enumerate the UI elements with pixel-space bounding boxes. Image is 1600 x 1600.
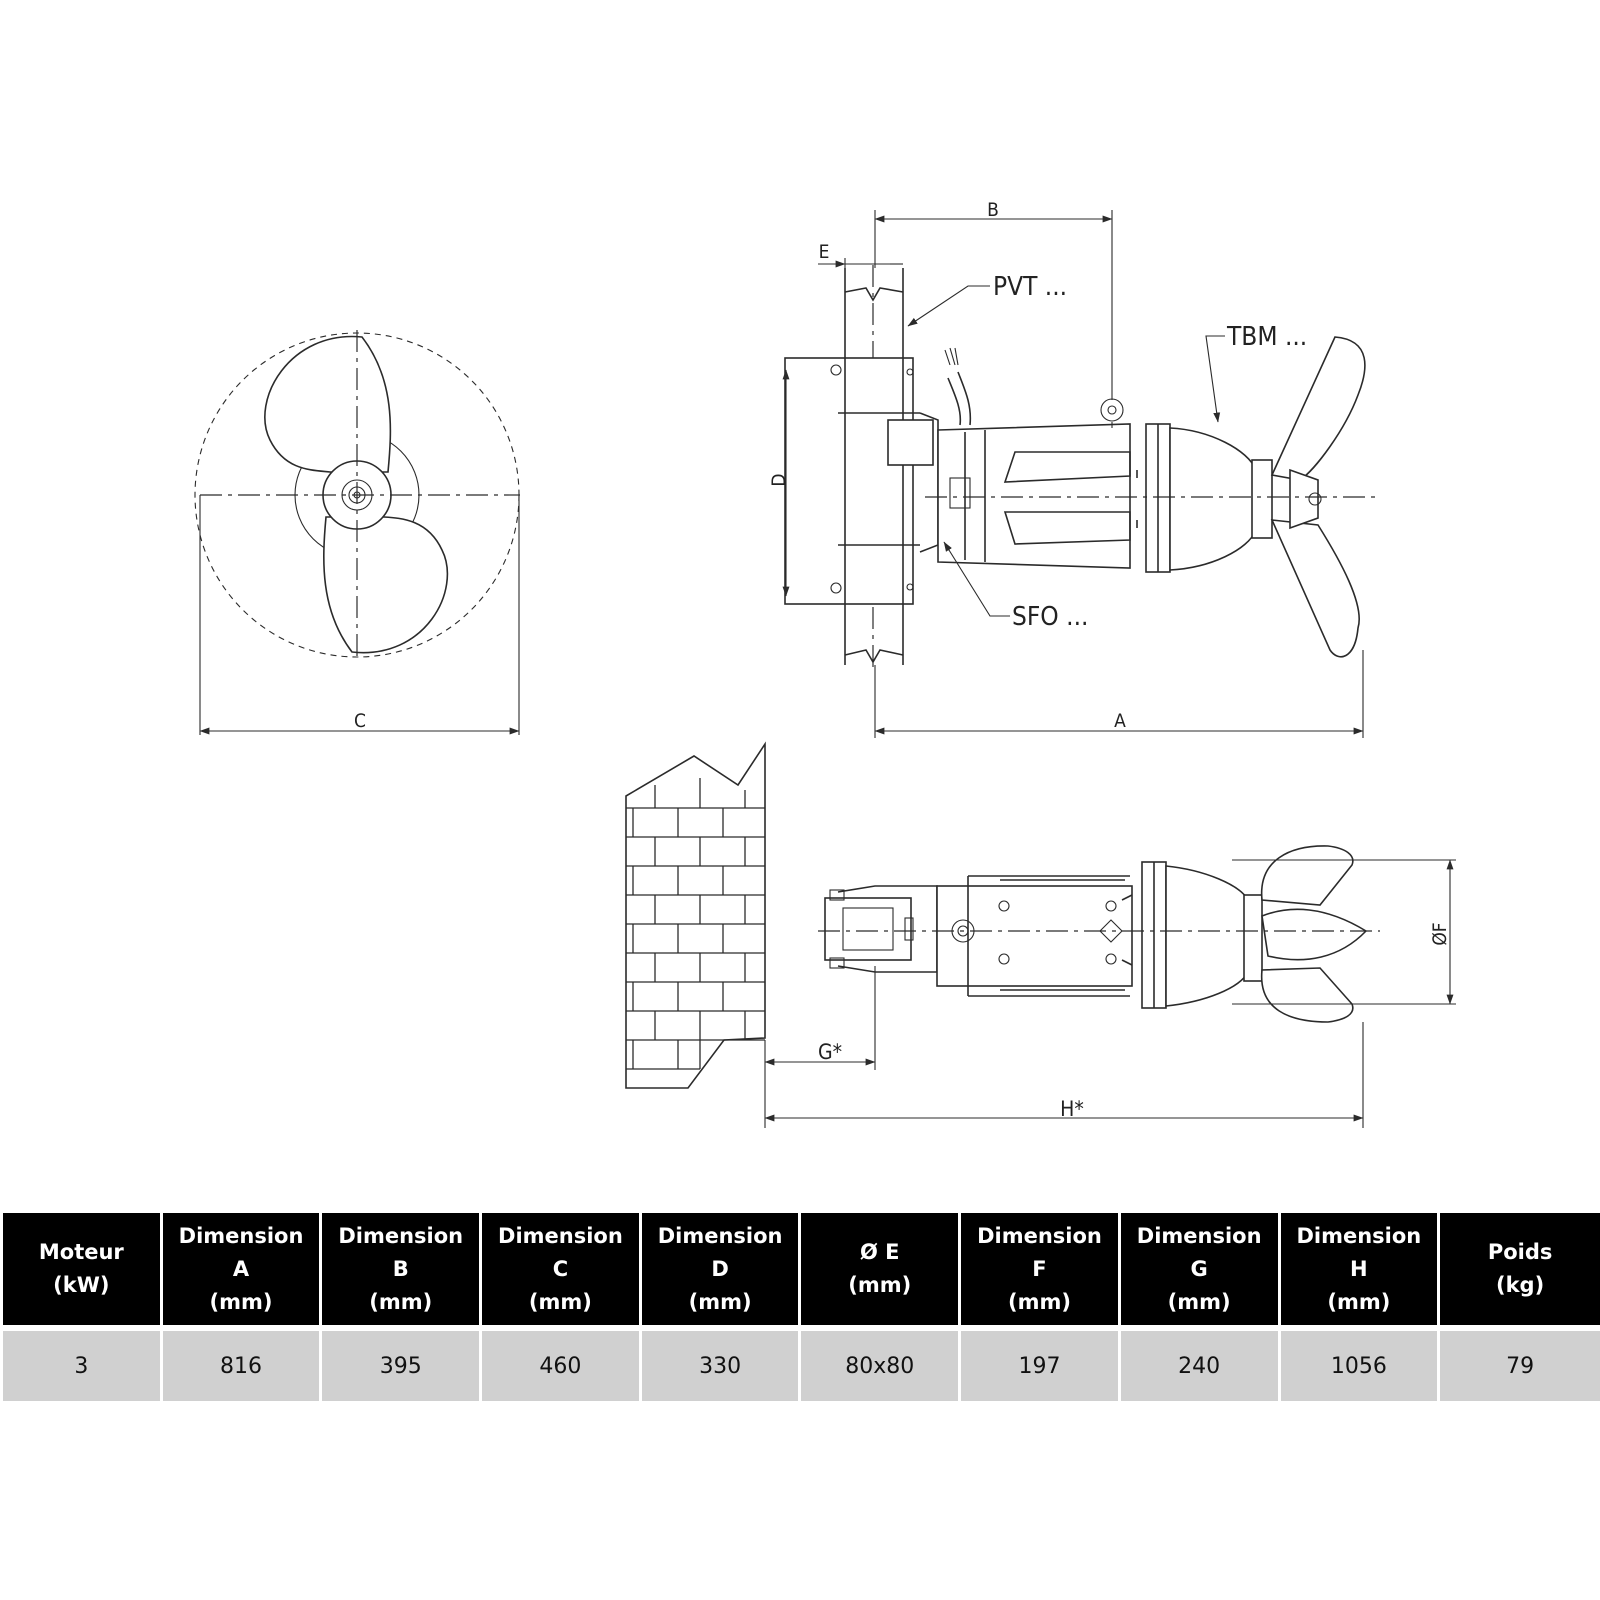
dim-d-label: D bbox=[768, 473, 790, 486]
dim-g-label: G* bbox=[818, 1040, 842, 1064]
table-row: 3 816 395 460 330 80x80 197 240 1056 79 bbox=[3, 1325, 1600, 1401]
cell-dimension-d: 330 bbox=[641, 1325, 802, 1401]
pvt-label: PVT ... bbox=[993, 272, 1067, 302]
dim-c-label: C bbox=[354, 710, 366, 732]
cell-dimension-g: 240 bbox=[1120, 1325, 1281, 1401]
brick-wall bbox=[626, 778, 765, 1070]
side-view: B E D PVT ... TBM ... SFO ... A bbox=[768, 199, 1380, 738]
header-poids: Poids(kg) bbox=[1440, 1213, 1600, 1325]
cell-dimension-c: 460 bbox=[482, 1325, 642, 1401]
cell-moteur: 3 bbox=[3, 1325, 163, 1401]
cell-dimension-a: 816 bbox=[162, 1325, 323, 1401]
header-diameter-e: Ø E(mm) bbox=[801, 1213, 962, 1325]
dim-a-label: A bbox=[1114, 710, 1126, 732]
sfo-label: SFO ... bbox=[1012, 602, 1088, 632]
header-moteur: Moteur(kW) bbox=[3, 1213, 163, 1325]
cell-diameter-e: 80x80 bbox=[801, 1325, 962, 1401]
cell-dimension-b: 395 bbox=[322, 1325, 483, 1401]
cell-dimension-h: 1056 bbox=[1280, 1325, 1441, 1401]
dim-e-label: E bbox=[819, 241, 830, 263]
front-view: C bbox=[194, 330, 520, 735]
cell-poids: 79 bbox=[1440, 1325, 1600, 1401]
dim-f-label: ØF bbox=[1429, 922, 1451, 945]
technical-drawing: C bbox=[194, 199, 1456, 1128]
dim-b-label: B bbox=[987, 199, 999, 221]
tbm-label: TBM ... bbox=[1226, 322, 1307, 352]
top-view: ØF G* H* bbox=[625, 741, 1456, 1128]
cell-dimension-f: 197 bbox=[961, 1325, 1121, 1401]
dim-h-label: H* bbox=[1060, 1097, 1084, 1121]
